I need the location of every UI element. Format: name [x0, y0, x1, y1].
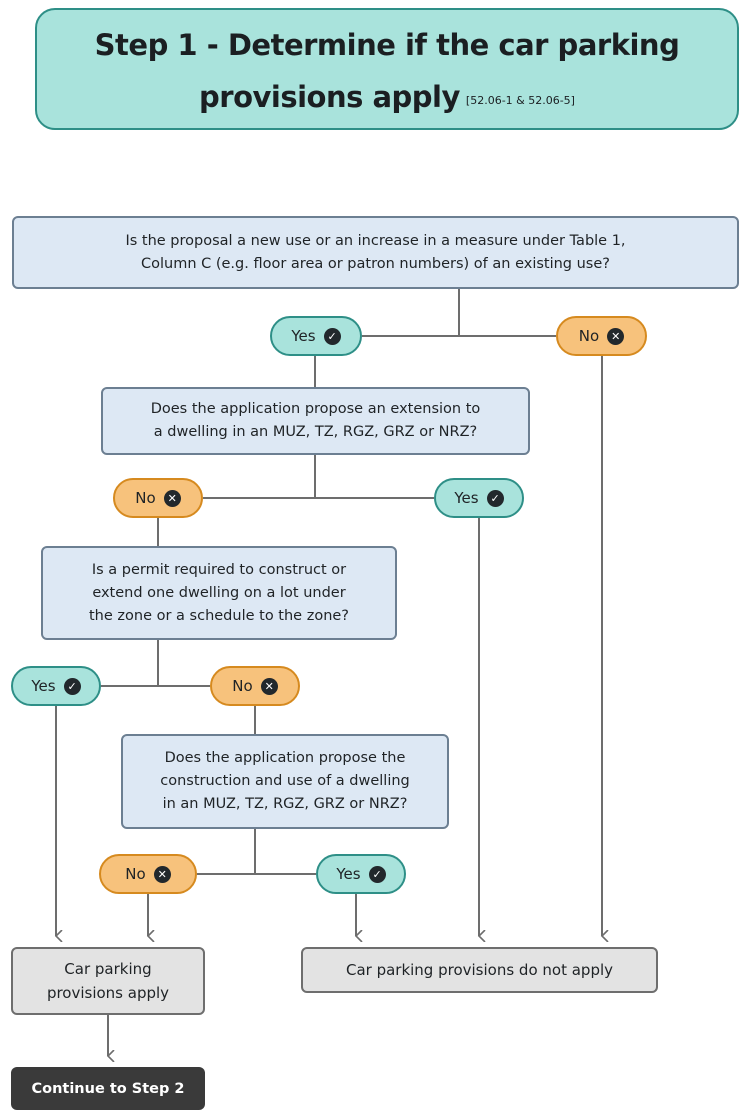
- check-icon: ✓: [368, 865, 386, 883]
- page-title-continued: provisions apply: [199, 80, 460, 114]
- title-banner: [35, 8, 739, 130]
- page-title: Step 1 - Determine if the car parking: [94, 28, 680, 62]
- cross-icon: ✕: [260, 677, 278, 695]
- check-icon: ✓: [323, 327, 341, 345]
- q4-yes-pill: Yes ✓: [316, 854, 406, 894]
- q2-yes-pill: Yes ✓: [434, 478, 524, 518]
- result-not-apply-box: Car parking provisions do not apply: [301, 947, 658, 993]
- yes-label: Yes: [336, 865, 361, 883]
- yes-label: Yes: [454, 489, 479, 507]
- question-3-line2: extend one dwelling on a lot under: [92, 584, 346, 601]
- question-3-line3: the zone or a schedule to the zone?: [89, 607, 349, 624]
- no-label: No: [232, 677, 253, 695]
- question-1-line1: Is the proposal a new use or an increase…: [125, 232, 626, 249]
- question-2-line2: a dwelling in an MUZ, TZ, RGZ, GRZ or NR…: [153, 424, 478, 440]
- result-not-apply-label: Car parking provisions do not apply: [345, 961, 614, 979]
- cross-icon: ✕: [163, 489, 181, 507]
- q2-no-pill: No ✕: [113, 478, 203, 518]
- question-1-line2: Column C (e.g. floor area or patron numb…: [140, 255, 610, 272]
- continue-button[interactable]: Continue to Step 2: [11, 1067, 205, 1110]
- question-4-line1: Does the application propose the: [164, 750, 406, 766]
- cross-icon: ✕: [607, 327, 625, 345]
- result-apply-line1: Car parking: [64, 960, 152, 978]
- check-icon: ✓: [486, 489, 504, 507]
- yes-label: Yes: [31, 677, 56, 695]
- q4-no-pill: No ✕: [99, 854, 197, 894]
- yes-label: Yes: [291, 327, 316, 345]
- q3-yes-pill: Yes ✓: [11, 666, 101, 706]
- no-label: No: [125, 865, 146, 883]
- question-4-box: Does the application propose the constru…: [121, 734, 449, 829]
- q1-yes-pill: Yes ✓: [270, 316, 362, 356]
- question-4-line3: in an MUZ, TZ, RGZ, GRZ or NRZ?: [162, 796, 408, 812]
- question-4-line2: construction and use of a dwelling: [160, 773, 410, 789]
- result-apply-box: Car parking provisions apply: [11, 947, 205, 1015]
- question-1-box: Is the proposal a new use or an increase…: [12, 216, 739, 289]
- question-2-line1: Does the application propose an extensio…: [150, 401, 481, 417]
- check-icon: ✓: [63, 677, 81, 695]
- no-label: No: [135, 489, 156, 507]
- question-2-box: Does the application propose an extensio…: [101, 387, 530, 455]
- q3-no-pill: No ✕: [210, 666, 300, 706]
- q1-no-pill: No ✕: [556, 316, 647, 356]
- question-3-line1: Is a permit required to construct or: [91, 561, 347, 578]
- no-label: No: [578, 327, 600, 345]
- clause-reference: [52.06-1 & 52.06-5]: [465, 94, 575, 107]
- cross-icon: ✕: [153, 865, 171, 883]
- result-apply-line2: provisions apply: [46, 984, 170, 1002]
- page-title-line2: provisions apply [52.06-1 & 52.06-5]: [35, 80, 739, 114]
- question-3-box: Is a permit required to construct or ext…: [41, 546, 397, 640]
